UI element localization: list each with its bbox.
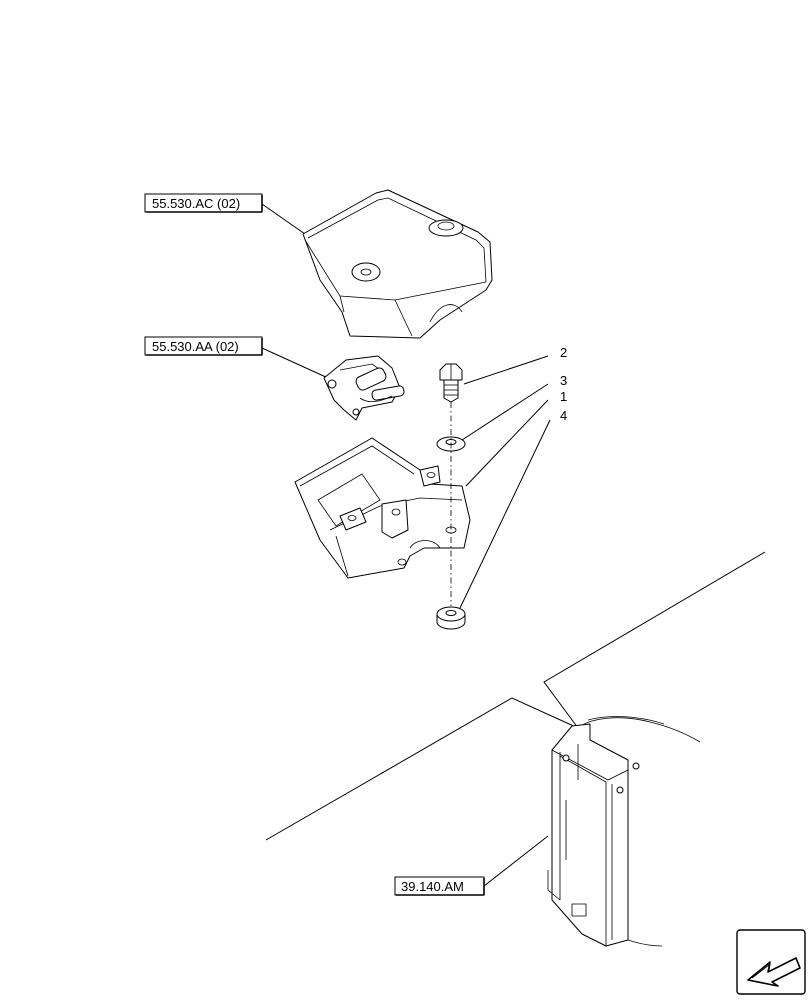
frame-location	[547, 716, 701, 947]
rubber-spacer	[436, 606, 466, 630]
bolt	[439, 363, 463, 403]
arrow-left-down-icon[interactable]	[736, 929, 806, 995]
item-number-3: 3	[560, 373, 567, 388]
reference-label-switch-text: 55.530.AA (02)	[152, 339, 239, 354]
leader-line-item-1	[465, 399, 549, 487]
location-guide-lower	[265, 697, 579, 841]
reference-label-cover-text: 55.530.AC (02)	[152, 196, 240, 211]
leader-line-item-3	[461, 383, 549, 441]
leader-line-cover	[261, 203, 306, 235]
reference-label-cover[interactable]: 55.530.AC (02)	[144, 193, 263, 213]
switch-assembly	[323, 355, 405, 421]
reference-label-frame-text: 39.140.AM	[401, 879, 464, 894]
leader-line-switch	[261, 347, 329, 379]
reference-label-frame[interactable]: 39.140.AM	[394, 876, 485, 896]
item-number-2: 2	[560, 345, 567, 360]
mounting-bracket	[294, 437, 471, 579]
switch-cover	[302, 189, 493, 339]
item-number-1: 1	[560, 389, 567, 404]
leader-line-item-4	[459, 419, 551, 609]
leader-line-frame	[483, 835, 549, 887]
leader-line-item-2	[463, 355, 549, 385]
item-number-4: 4	[560, 408, 567, 423]
location-guide-upper	[543, 551, 766, 729]
reference-label-switch[interactable]: 55.530.AA (02)	[144, 336, 263, 356]
